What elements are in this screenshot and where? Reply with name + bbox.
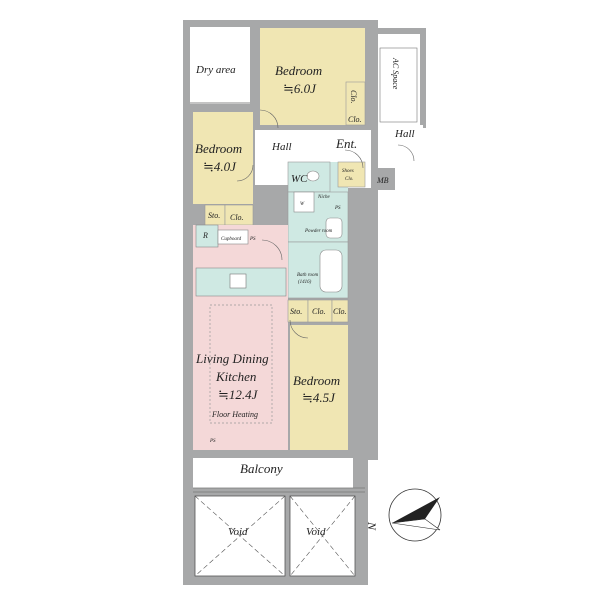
ps-label-3: PS: [209, 439, 216, 444]
balcony: [193, 458, 353, 488]
outer-hall: [378, 125, 423, 168]
ldk-size: ≒12.4J: [218, 387, 259, 402]
sto-label-south: Sto.: [290, 307, 302, 316]
clo-label-north-2: Clo.: [348, 115, 362, 124]
bath-room-label: Bath room: [297, 273, 318, 278]
balcony-label: Balcony: [240, 461, 283, 476]
bath-size-label: (1416): [298, 280, 312, 285]
void-left-label: Void: [228, 526, 248, 538]
clo-label-south-2: Clo.: [333, 307, 347, 316]
cupboard: [217, 229, 249, 245]
cupboard-label: Cupboard: [221, 237, 242, 242]
shoes-label: Shoes: [342, 169, 354, 174]
wc-label: WC: [291, 173, 308, 185]
bedroom-west-name: Bedroom: [195, 141, 242, 156]
closet-north: [345, 81, 366, 126]
bedroom-south: [290, 325, 348, 450]
ac-space: [378, 35, 419, 125]
void-left: [194, 495, 286, 577]
compass-label: N: [365, 521, 379, 531]
bedroom-west: [193, 112, 253, 204]
compass-circle: [388, 488, 442, 542]
powder-room-label: Powder room: [304, 229, 333, 234]
mb-label: MB: [376, 176, 389, 185]
void-right-label: Void: [306, 526, 326, 538]
bedroom-north-name: Bedroom: [275, 63, 322, 78]
sto-label-west: Sto.: [208, 211, 220, 220]
clo-label-north-1: Clo.: [349, 90, 358, 104]
compass: N: [365, 488, 442, 542]
dry-area: [190, 27, 250, 104]
ps-label-1: PS: [249, 237, 256, 242]
bedroom-south-size: ≒4.5J: [302, 390, 336, 405]
door-swings: [236, 109, 415, 339]
bedroom-west-size: ≒4.0J: [203, 159, 237, 174]
dry-area-label: Dry area: [195, 64, 236, 76]
bedroom-south-name: Bedroom: [293, 373, 340, 388]
compass-needle: [392, 497, 440, 523]
niche-label: Niche: [317, 195, 330, 200]
ldk-name-line1: Living Dining: [195, 351, 269, 366]
closet-south-2: [331, 299, 349, 323]
clo-label-west: Clo.: [230, 213, 244, 222]
entrance-label: Ent.: [335, 136, 357, 151]
ldk-floor-heating: Floor Heating: [211, 410, 258, 419]
hall-outer-label: Hall: [394, 128, 415, 140]
ps-label-2: PS: [334, 206, 341, 211]
ldk-name-line2: Kitchen: [215, 369, 256, 384]
shoes-closet: [337, 161, 366, 188]
hall-inner-label: Hall: [271, 141, 292, 153]
ac-space-label: AC Space: [391, 57, 400, 90]
refrigerator-label: R: [202, 231, 208, 240]
shoes-clo-label: Clo.: [345, 177, 353, 182]
bedroom-north-size: ≒6.0J: [283, 81, 317, 96]
washer-label: W: [300, 202, 305, 207]
clo-label-south-1: Clo.: [312, 307, 326, 316]
void-right: [289, 495, 356, 577]
